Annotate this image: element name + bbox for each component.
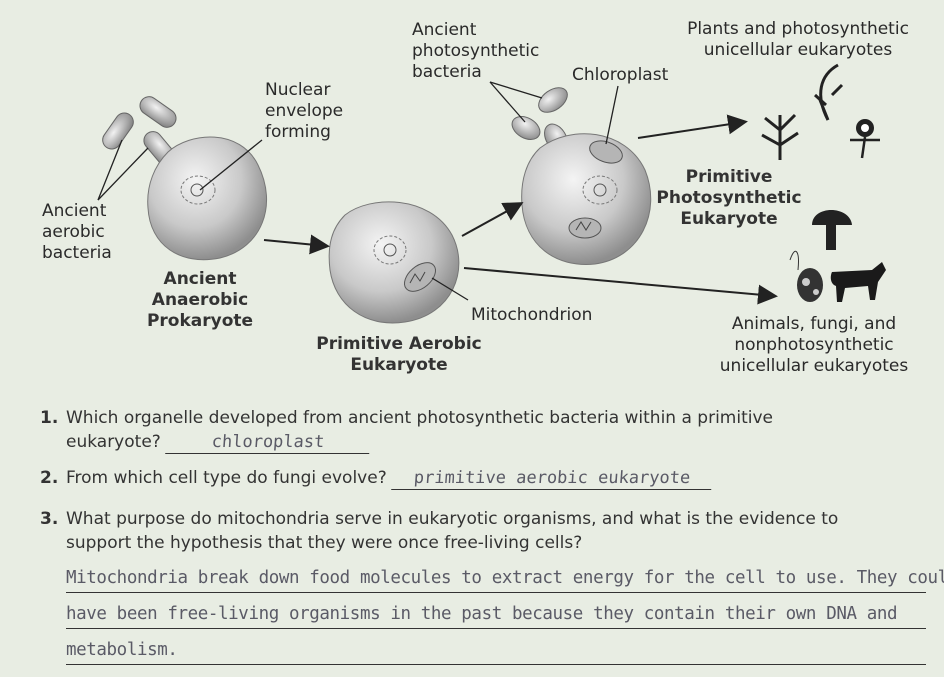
label-primitive-photosynthetic-eukaryote: Primitive Photosynthetic Eukaryote	[656, 167, 802, 229]
animal-fungi-illustrations	[789, 210, 886, 302]
question-text: From which cell type do fungi evolve?	[66, 468, 387, 488]
evolution-arrows	[263, 114, 778, 305]
question-text: support the hypothesis that they were on…	[66, 533, 583, 553]
leader-lines	[97, 81, 619, 301]
label-nuclear-envelope-forming: Nuclear envelope forming	[265, 80, 344, 142]
primitive-photosynthetic-eukaryote-cell	[521, 133, 652, 265]
question-number: 1.	[40, 408, 59, 428]
label-plants: Plants and photosynthetic unicellular eu…	[687, 19, 909, 60]
label-animals-fungi: Animals, fungi, and nonphotosynthetic un…	[719, 314, 909, 376]
question-text: What purpose do mitochondria serve in eu…	[66, 509, 839, 529]
label-ancient-aerobic-bacteria: Ancient aerobic bacteria	[42, 201, 112, 263]
diagram-illustration	[97, 63, 886, 324]
plant-illustrations	[761, 63, 880, 160]
answer-field[interactable]: chloroplast	[165, 431, 372, 454]
answer-line[interactable]: have been free-living organisms in the p…	[66, 602, 926, 629]
label-ancient-photosynthetic-bacteria: Ancient photosynthetic bacteria	[412, 20, 540, 82]
label-ancient-anaerobic-prokaryote: Ancient Anaerobic Prokaryote	[146, 269, 254, 331]
answer-line[interactable]: Mitochondria break down food molecules t…	[66, 566, 944, 593]
question-number: 2.	[40, 468, 59, 488]
endosymbiosis-diagram: Ancient aerobic bacteria Nuclear envelop…	[42, 19, 909, 376]
answer-line[interactable]: metabolism.	[66, 638, 926, 665]
question-text: eukaryote?	[66, 432, 161, 452]
question-number: 3.	[40, 509, 59, 529]
label-mitochondrion: Mitochondrion	[471, 305, 593, 325]
question-3: 3. What purpose do mitochondria serve in …	[40, 507, 838, 555]
anaerobic-prokaryote-cell	[147, 136, 267, 261]
question-2: 2.From which cell type do fungi evolve? …	[40, 466, 713, 490]
primitive-aerobic-eukaryote-cell	[328, 201, 460, 324]
question-1: 1. Which organelle developed from ancient…	[40, 406, 773, 454]
label-primitive-aerobic-eukaryote: Primitive Aerobic Eukaryote	[316, 334, 482, 375]
answer-field[interactable]: primitive aerobic eukaryote	[391, 467, 713, 490]
question-text: Which organelle developed from ancient p…	[66, 408, 774, 428]
label-chloroplast: Chloroplast	[572, 65, 669, 85]
